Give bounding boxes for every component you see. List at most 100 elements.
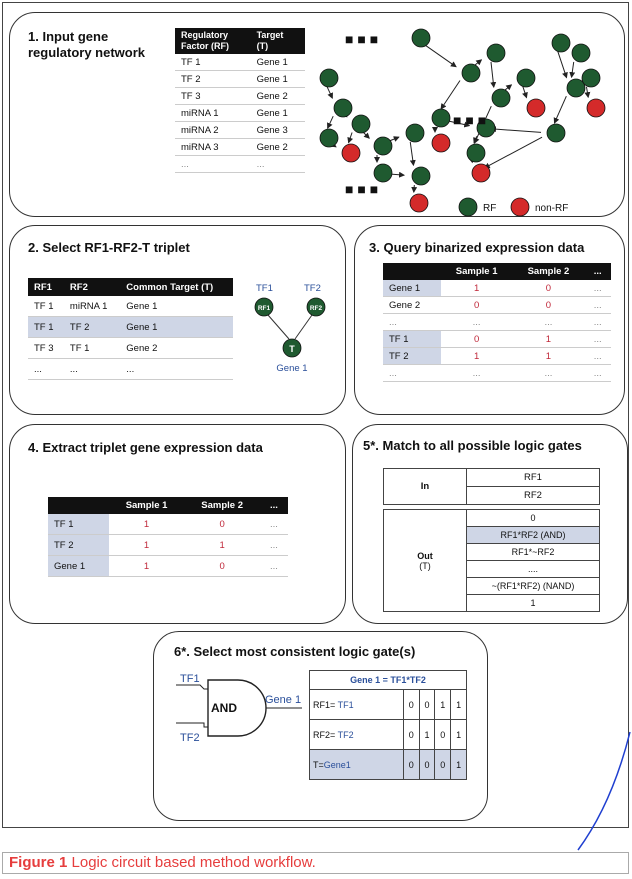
panel5-title: 5*. Match to all possible logic gates bbox=[363, 438, 582, 453]
network-edge bbox=[422, 42, 457, 68]
rf-node bbox=[411, 28, 431, 48]
figure-frame bbox=[2, 2, 629, 828]
ellipsis-mid: ■ ■ ■ bbox=[453, 112, 486, 128]
regulatory-row: ...... bbox=[175, 155, 305, 173]
svg-text:TF2: TF2 bbox=[304, 283, 321, 294]
nonrf-node bbox=[341, 143, 361, 163]
out-table: Out (T) 0 RF1*RF2 (AND) RF1*~RF2 .... ~(… bbox=[383, 509, 600, 612]
svg-text:T: T bbox=[289, 344, 295, 354]
svg-text:TF1: TF1 bbox=[180, 673, 200, 685]
rf-node bbox=[405, 123, 425, 143]
network-edge bbox=[411, 184, 418, 194]
network-edge bbox=[522, 86, 528, 99]
legend-nonrf-label: non-RF bbox=[535, 203, 568, 214]
expression-row: ............ bbox=[383, 364, 611, 382]
triplet-diagram: TF1 TF2 RF1 RF2 T Gene 1 bbox=[254, 283, 326, 374]
caption-text: Logic circuit based method workflow. bbox=[67, 854, 316, 871]
in-table: In RF1 RF2 bbox=[383, 468, 600, 505]
network-edge bbox=[473, 136, 479, 144]
network-edge bbox=[440, 80, 461, 110]
network-edge bbox=[490, 61, 497, 89]
rf-node bbox=[411, 166, 431, 186]
svg-text:RF1: RF1 bbox=[258, 305, 271, 312]
svg-text:Gene 1: Gene 1 bbox=[276, 363, 307, 374]
network-edge bbox=[326, 85, 333, 99]
panel-input-network: 1. Input gene regulatory network Regulat… bbox=[9, 12, 625, 217]
network-edge bbox=[489, 126, 542, 133]
network-graph: ■ ■ ■ ■ ■ ■ ■ ■ ■ RF non-RF bbox=[319, 28, 606, 217]
nonrf-node bbox=[409, 193, 429, 213]
rf-node bbox=[351, 114, 371, 134]
nonrf-node bbox=[431, 133, 451, 153]
rf-node bbox=[546, 123, 566, 143]
svg-text:TF1: TF1 bbox=[256, 283, 273, 294]
triplet-row: ......... bbox=[28, 358, 233, 380]
nonrf-node bbox=[586, 98, 606, 118]
rf-node bbox=[373, 136, 393, 156]
rf-node bbox=[461, 63, 481, 83]
network-edge bbox=[483, 136, 543, 169]
network-edge bbox=[347, 132, 354, 144]
panel3-title: 3. Query binarized expression data bbox=[369, 240, 585, 255]
rf-node bbox=[319, 68, 339, 88]
rf-node bbox=[333, 98, 353, 118]
network-edge bbox=[569, 61, 576, 79]
nonrf-node bbox=[526, 98, 546, 118]
network-edge bbox=[557, 51, 568, 79]
rf-node bbox=[491, 88, 511, 108]
panel-extract-triplet: 4. Extract triplet gene expression data … bbox=[9, 424, 346, 624]
network-edge bbox=[553, 96, 567, 124]
legend-rf-label: RF bbox=[483, 203, 496, 214]
rf-node bbox=[476, 118, 496, 138]
panel4-title: 4. Extract triplet gene expression data bbox=[28, 440, 263, 455]
panel6-title: 6*. Select most consistent logic gate(s) bbox=[174, 644, 416, 659]
rf-node bbox=[486, 43, 506, 63]
nonrf-node bbox=[471, 163, 491, 183]
panel2-title: 2. Select RF1-RF2-T triplet bbox=[28, 240, 190, 255]
network-edge bbox=[584, 86, 591, 99]
expression-row: ............ bbox=[383, 313, 611, 331]
figure-caption: Figure 1 Logic circuit based method work… bbox=[2, 852, 629, 874]
legend-nonrf-dot bbox=[510, 197, 530, 217]
panel-match-logic-gates: 5*. Match to all possible logic gates In… bbox=[352, 424, 628, 624]
and-gate-diagram: TF1 TF2 AND Gene 1 bbox=[176, 673, 302, 744]
legend-rf-dot bbox=[458, 197, 478, 217]
svg-text:Gene 1: Gene 1 bbox=[265, 694, 301, 706]
ellipsis-top: ■ ■ ■ bbox=[345, 31, 378, 47]
svg-text:TF2: TF2 bbox=[180, 732, 200, 744]
rf-node bbox=[431, 108, 451, 128]
panel-select-logic-gate: 6*. Select most consistent logic gate(s)… bbox=[153, 631, 488, 821]
rf-node bbox=[516, 68, 536, 88]
svg-text:AND: AND bbox=[211, 701, 237, 715]
svg-text:RF2: RF2 bbox=[310, 305, 323, 312]
network-edge bbox=[327, 115, 334, 129]
rf-node bbox=[571, 43, 591, 63]
rf-node bbox=[566, 78, 586, 98]
rf-node bbox=[319, 128, 339, 148]
caption-label: Figure 1 bbox=[9, 854, 68, 871]
rf-node bbox=[551, 33, 571, 53]
panel1-title: 1. Input gene regulatory network bbox=[28, 29, 146, 60]
ellipsis-bottom: ■ ■ ■ bbox=[345, 181, 378, 197]
rf-node bbox=[466, 143, 486, 163]
